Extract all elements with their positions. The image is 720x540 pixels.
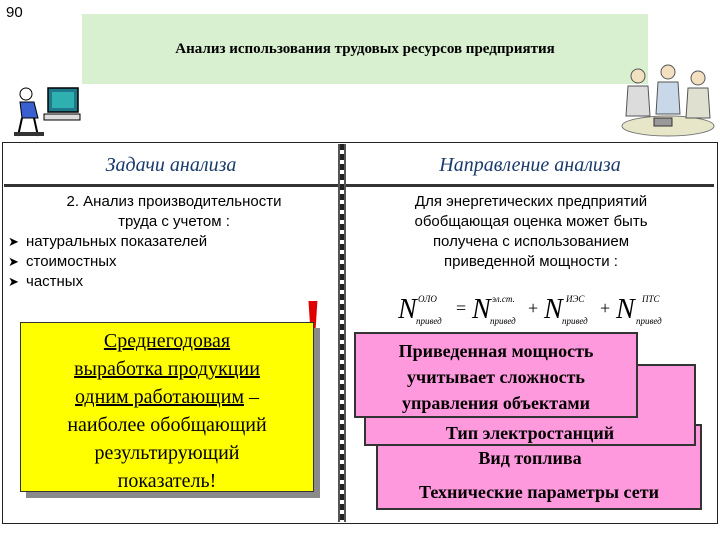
callout-line: показатель! — [117, 470, 217, 492]
formula-sub: привед — [416, 316, 442, 326]
tasks-heading-line: труда с учетом : — [118, 213, 230, 230]
list-item: ➤стоимостных — [8, 253, 117, 270]
formula-symbol: N — [615, 294, 636, 325]
formula-sup: ПТС — [641, 294, 661, 304]
formula-symbol: N — [471, 294, 492, 325]
arrow-bullet-icon: ➤ — [8, 234, 19, 249]
list-item: ➤частных — [8, 273, 84, 290]
team-meeting-clipart — [621, 64, 715, 137]
formula-plus: + — [528, 298, 538, 318]
computer-user-clipart — [14, 87, 81, 137]
callout-line: результирующий — [94, 442, 240, 464]
tasks-header: Задачи анализа — [105, 153, 237, 176]
direction-header-rule — [346, 184, 714, 187]
direction-header: Направление анализа — [439, 153, 621, 176]
formula-symbol: N — [543, 294, 564, 325]
column-divider — [338, 144, 346, 522]
callout-line: одним работающим – — [74, 386, 259, 408]
callout-line: наиболее обобщающий — [67, 414, 267, 436]
formula-sub: привед — [562, 316, 588, 326]
tasks-heading: 2. Анализ производительности труда с уче… — [14, 192, 334, 232]
productivity-callout: Среднегодовая выработка продукции одним … — [20, 322, 314, 492]
formula-sup: ИЭС — [565, 294, 585, 304]
arrow-bullet-icon: ➤ — [8, 274, 19, 289]
callout-line: выработка продукции — [74, 358, 260, 380]
card-line: Тип электростанций — [445, 423, 615, 443]
title-banner: Анализ использования трудовых ресурсов п… — [82, 14, 648, 84]
formula-sub: привед — [490, 316, 516, 326]
formula-sup: ОЛО — [418, 294, 437, 304]
formula-sup: эл.ст. — [492, 294, 515, 304]
callout-line: Среднегодовая — [103, 330, 231, 352]
page-title: Анализ использования трудовых ресурсов п… — [175, 40, 555, 57]
tasks-heading-line: 2. Анализ производительности — [66, 193, 282, 210]
formula-equals: = — [456, 298, 466, 318]
slide-number: 90 — [6, 4, 23, 21]
tasks-header-rule — [4, 184, 338, 187]
reduced-power-formula: N ОЛО привед = N эл.ст. привед + N ИЭС п… — [398, 294, 662, 326]
formula-sub: привед — [636, 316, 662, 326]
formula-plus: + — [600, 298, 610, 318]
direction-text: Для энергетических предприятий обобщающа… — [414, 193, 648, 270]
card-reduced-power: Приведенная мощность учитывает сложность… — [354, 332, 638, 418]
arrow-bullet-icon: ➤ — [8, 254, 19, 269]
list-item: ➤натуральных показателей — [8, 233, 208, 250]
formula-symbol: N — [398, 294, 418, 325]
card-line: Технические параметры сети — [419, 482, 659, 502]
tasks-list: ➤натуральных показателей ➤стоимостных ➤ч… — [8, 232, 207, 292]
card-line: Вид топлива — [478, 448, 582, 468]
